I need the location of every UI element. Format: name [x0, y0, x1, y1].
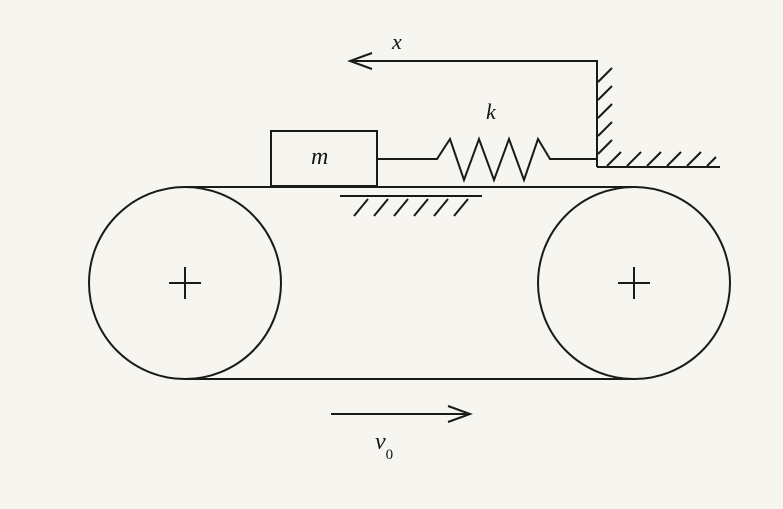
velocity-subscript: 0 — [385, 446, 394, 463]
conveyor-belt — [185, 186, 634, 380]
spring-constant-label: k — [486, 99, 496, 124]
velocity-label: v0 — [375, 429, 393, 462]
velocity-symbol: v — [375, 429, 386, 455]
support-hatch — [340, 195, 482, 217]
right-pulley — [537, 186, 731, 380]
velocity-arrow — [331, 405, 473, 423]
mass-label: m — [311, 144, 329, 170]
displacement-arrow — [347, 52, 598, 70]
left-pulley — [88, 186, 282, 380]
displacement-label: x — [392, 29, 402, 54]
spring — [377, 136, 597, 183]
fixed-wall — [596, 61, 720, 168]
